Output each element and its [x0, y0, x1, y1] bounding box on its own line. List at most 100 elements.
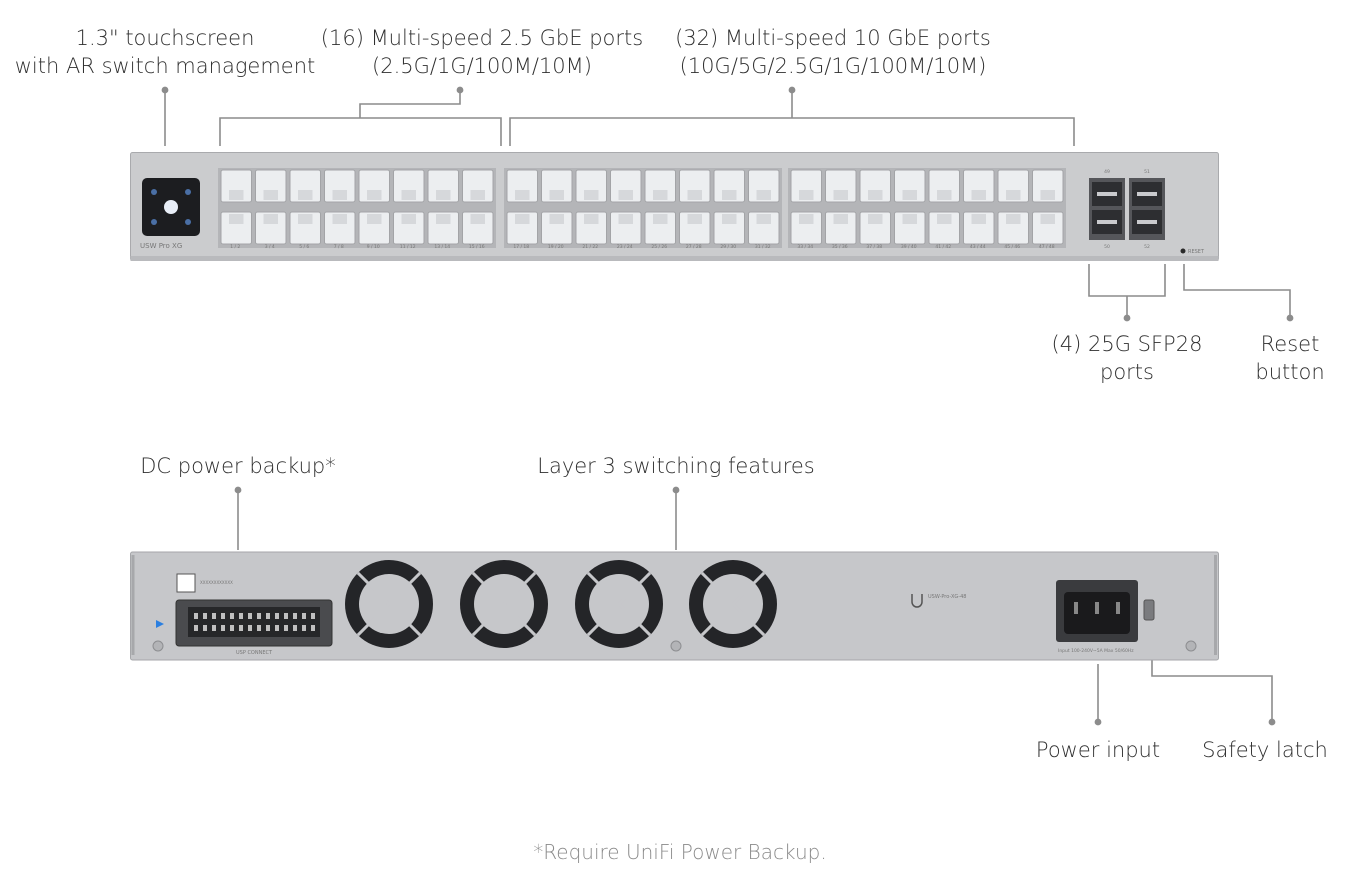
fan-grille-strut — [617, 602, 652, 637]
rj45-port[interactable] — [859, 211, 891, 245]
screw-icon — [1185, 640, 1197, 652]
usp-connector-pins — [194, 613, 315, 631]
ports-2-5g-callout: (16) Multi-speed 2.5 GbE ports (2.5G/1G/… — [318, 24, 646, 80]
rj45-port[interactable] — [748, 211, 780, 245]
port-pair-label: 47 / 48 — [1039, 244, 1055, 250]
rj45-port[interactable] — [748, 169, 780, 203]
rj45-port[interactable] — [825, 211, 857, 245]
usp-pin — [266, 613, 270, 619]
usp-pin — [284, 625, 288, 631]
rj45-port-latch — [653, 190, 668, 200]
reset-callout-line2: button — [1255, 360, 1325, 384]
rj45-port-latch — [1040, 214, 1055, 224]
ports-10g-callout-line2: (10G/5G/2.5G/1G/100M/10M) — [679, 54, 987, 78]
port-pair-label: 19 / 20 — [548, 244, 564, 250]
usp-pin — [212, 613, 216, 619]
switch-rear-panel: USP CONNECT XXXXXXXXXXXX USW-Pro-XG-48 I… — [130, 551, 1219, 661]
rj45-port[interactable] — [541, 211, 573, 245]
rj45-port[interactable] — [506, 211, 538, 245]
rj45-port[interactable] — [610, 169, 642, 203]
rj45-port[interactable] — [393, 169, 425, 203]
rj45-port[interactable] — [427, 169, 459, 203]
rj45-port[interactable] — [644, 169, 676, 203]
rj45-port[interactable] — [713, 169, 745, 203]
usp-pin — [203, 613, 207, 619]
rj45-port[interactable] — [859, 169, 891, 203]
rj45-port[interactable] — [790, 169, 822, 203]
rj45-port-latch — [229, 214, 244, 224]
port-pair-label: 37 / 38 — [866, 244, 882, 250]
port-pair-label: 21 / 22 — [582, 244, 598, 250]
rj45-port[interactable] — [997, 169, 1029, 203]
rj45-port[interactable] — [289, 211, 321, 245]
rj45-port[interactable] — [610, 211, 642, 245]
rj45-port[interactable] — [541, 169, 573, 203]
rj45-port[interactable] — [393, 211, 425, 245]
rj45-port[interactable] — [963, 169, 995, 203]
usp-pin — [311, 625, 315, 631]
rj45-port-latch — [584, 190, 599, 200]
safety-latch[interactable] — [1143, 599, 1155, 621]
rj45-port-latch — [722, 190, 737, 200]
safety-latch-callout: Safety latch — [1202, 738, 1328, 762]
rj45-port-latch — [833, 214, 848, 224]
rj45-port-latch — [549, 190, 564, 200]
fan-grille-strut — [731, 602, 766, 637]
fan-grille-strut — [731, 571, 766, 606]
fan-grille-strut — [586, 571, 621, 606]
rj45-port[interactable] — [506, 169, 538, 203]
fan-grille-strut — [700, 571, 735, 606]
rj45-port[interactable] — [825, 169, 857, 203]
usp-pin — [257, 625, 261, 631]
rj45-port[interactable] — [894, 211, 926, 245]
rj45-port[interactable] — [462, 211, 494, 245]
rj45-port[interactable] — [928, 211, 960, 245]
touchscreen-dot — [164, 200, 178, 214]
rj45-port[interactable] — [462, 169, 494, 203]
rj45-port[interactable] — [427, 211, 459, 245]
rj45-port[interactable] — [679, 211, 711, 245]
footnote: *Require UniFi Power Backup. — [533, 840, 827, 864]
touchscreen-callout-line1: 1.3" touchscreen — [75, 26, 255, 50]
usp-pin — [275, 613, 279, 619]
rj45-port[interactable] — [928, 169, 960, 203]
rj45-port[interactable] — [220, 211, 252, 245]
usp-pin — [239, 613, 243, 619]
rj45-port[interactable] — [358, 211, 390, 245]
rj45-port[interactable] — [220, 169, 252, 203]
rj45-port-latch — [263, 214, 278, 224]
rj45-port-latch — [722, 214, 737, 224]
screw-icon — [152, 640, 164, 652]
rj45-port[interactable] — [894, 169, 926, 203]
rj45-port[interactable] — [713, 211, 745, 245]
rj45-port[interactable] — [575, 211, 607, 245]
rj45-port[interactable] — [324, 211, 356, 245]
sfp-port-slot — [1137, 192, 1157, 196]
rj45-port[interactable] — [324, 169, 356, 203]
rj45-port[interactable] — [963, 211, 995, 245]
rj45-port[interactable] — [1032, 169, 1064, 203]
usp-pin — [230, 625, 234, 631]
rj45-port-latch — [653, 214, 668, 224]
rj45-port[interactable] — [358, 169, 390, 203]
rj45-port-latch — [367, 190, 382, 200]
fan-grille-strut — [356, 571, 391, 606]
touchscreen-callout-line2: with AR switch management — [14, 54, 316, 78]
usp-pin — [194, 625, 198, 631]
rj45-port[interactable] — [997, 211, 1029, 245]
rj45-port[interactable] — [1032, 211, 1064, 245]
rj45-port[interactable] — [289, 169, 321, 203]
usp-pin — [293, 625, 297, 631]
rj45-port-latch — [584, 214, 599, 224]
rj45-port[interactable] — [790, 211, 822, 245]
rj45-port[interactable] — [644, 211, 676, 245]
ports-2-5g-callout-line1: (16) Multi-speed 2.5 GbE ports — [320, 26, 644, 50]
rj45-port-latch — [1006, 214, 1021, 224]
rj45-port[interactable] — [255, 169, 287, 203]
rj45-port[interactable] — [255, 211, 287, 245]
reset-button[interactable] — [1180, 248, 1186, 254]
rj45-port[interactable] — [575, 169, 607, 203]
ports-10g-callout: (32) Multi-speed 10 GbE ports (10G/5G/2.… — [662, 24, 1004, 80]
rj45-port[interactable] — [679, 169, 711, 203]
